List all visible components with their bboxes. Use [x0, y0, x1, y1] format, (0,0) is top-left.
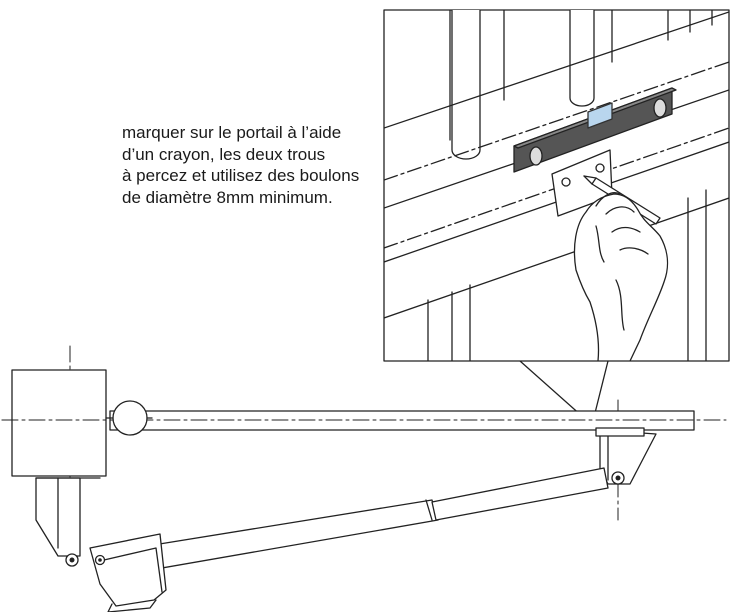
instruction-line: d’un crayon, les deux trous [122, 144, 326, 164]
detail-inset [383, 9, 730, 426]
motor-housing [89, 533, 167, 607]
operator-assembly [1, 345, 727, 612]
pivot-front-icon [611, 471, 625, 485]
hand-icon [573, 192, 669, 361]
upper-rail-top [384, 11, 729, 129]
hinge-ball [112, 400, 148, 436]
actuator-rod [431, 467, 609, 521]
motor-bolt-icon [94, 554, 106, 566]
round-bar-right [569, 10, 595, 107]
instruction-text: marquer sur le portail à l’aide d’un cra… [122, 122, 382, 208]
instruction-line: à percez et utilisez des boulons [122, 166, 360, 185]
instruction-line: de diamètre 8mm minimum. [122, 187, 333, 207]
round-bar-left [451, 10, 481, 160]
instruction-line: marquer sur le portail à l’aide [122, 123, 342, 142]
post-pillar [11, 369, 107, 477]
inset-content [384, 10, 729, 361]
spirit-level [513, 87, 677, 173]
gate-fixing-plate [595, 427, 645, 437]
pivot-rear-icon [65, 553, 79, 567]
lower-rail-bottom [384, 197, 729, 319]
inset-frame [383, 9, 730, 362]
